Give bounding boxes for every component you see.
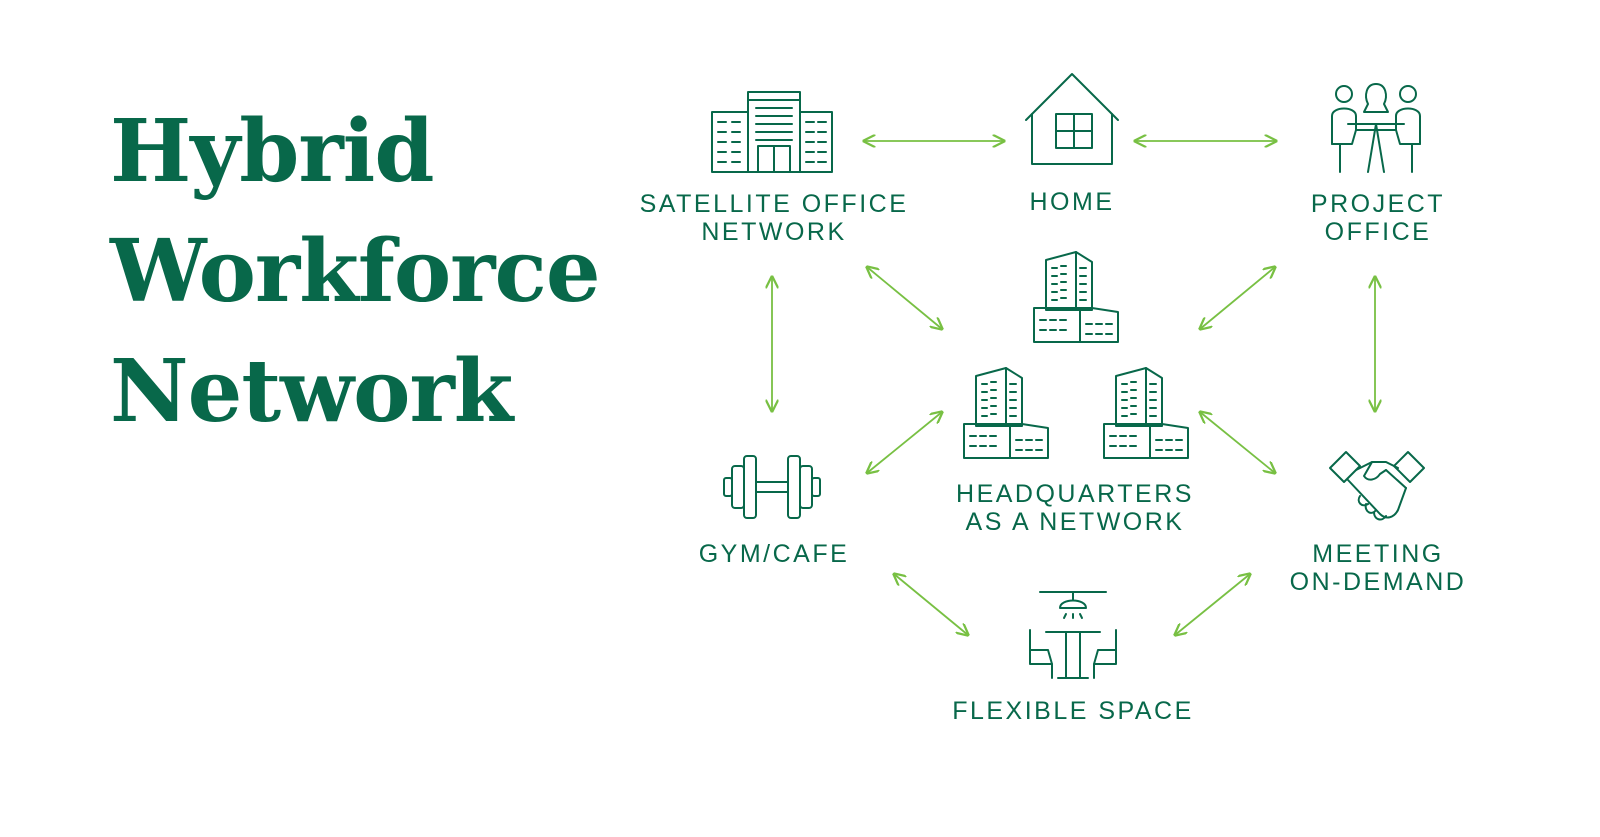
arrow-project-headquarters — [1200, 267, 1275, 329]
dumbbell-icon — [723, 455, 821, 519]
office-building-icon — [711, 91, 833, 173]
node-flexible: FLEXIBLE SPACE — [952, 591, 1194, 725]
meeting-people-icon — [1331, 83, 1421, 173]
meeting-label-line-1: MEETING — [1312, 540, 1443, 568]
headquarters-label-line-1: HEADQUARTERS — [956, 480, 1194, 508]
satellite-label-line-2: NETWORK — [701, 218, 846, 246]
handshake-icon — [1329, 451, 1425, 521]
tower-buildings-icon — [963, 251, 1189, 459]
project-label-line-1: PROJECT — [1311, 190, 1445, 218]
satellite-label-line-1: SATELLITE OFFICE — [640, 190, 909, 218]
node-satellite: SATELLITE OFFICE NETWORK — [640, 91, 909, 246]
meeting-label-line-2: ON-DEMAND — [1290, 568, 1467, 596]
arrow-gym-flexible — [894, 574, 968, 635]
headquarters-label-line-2: AS A NETWORK — [966, 508, 1185, 536]
title-line-1: Hybrid — [110, 101, 434, 202]
arrow-gym-headquarters — [867, 412, 942, 473]
diagram-title: Hybrid Workforce Network — [110, 92, 601, 452]
flexible-label: FLEXIBLE SPACE — [952, 697, 1194, 725]
gym-label: GYM/CAFE — [699, 540, 850, 568]
node-meeting: MEETING ON-DEMAND — [1290, 451, 1467, 596]
node-gym: GYM/CAFE — [699, 455, 850, 568]
arrow-meeting-headquarters — [1200, 412, 1275, 473]
arrow-satellite-headquarters — [867, 267, 942, 329]
title-line-3: Network — [110, 341, 513, 442]
node-home: HOME — [1025, 73, 1119, 216]
title-line-2: Workforce — [110, 221, 601, 322]
node-headquarters: HEADQUARTERS AS A NETWORK — [956, 251, 1194, 536]
node-project: PROJECT OFFICE — [1311, 83, 1445, 246]
arrow-meeting-flexible — [1175, 574, 1250, 635]
project-label-line-2: OFFICE — [1325, 218, 1432, 246]
connections — [772, 141, 1375, 635]
house-icon — [1025, 73, 1119, 165]
table-lamp-icon — [1029, 591, 1117, 679]
home-label: HOME — [1030, 188, 1115, 216]
